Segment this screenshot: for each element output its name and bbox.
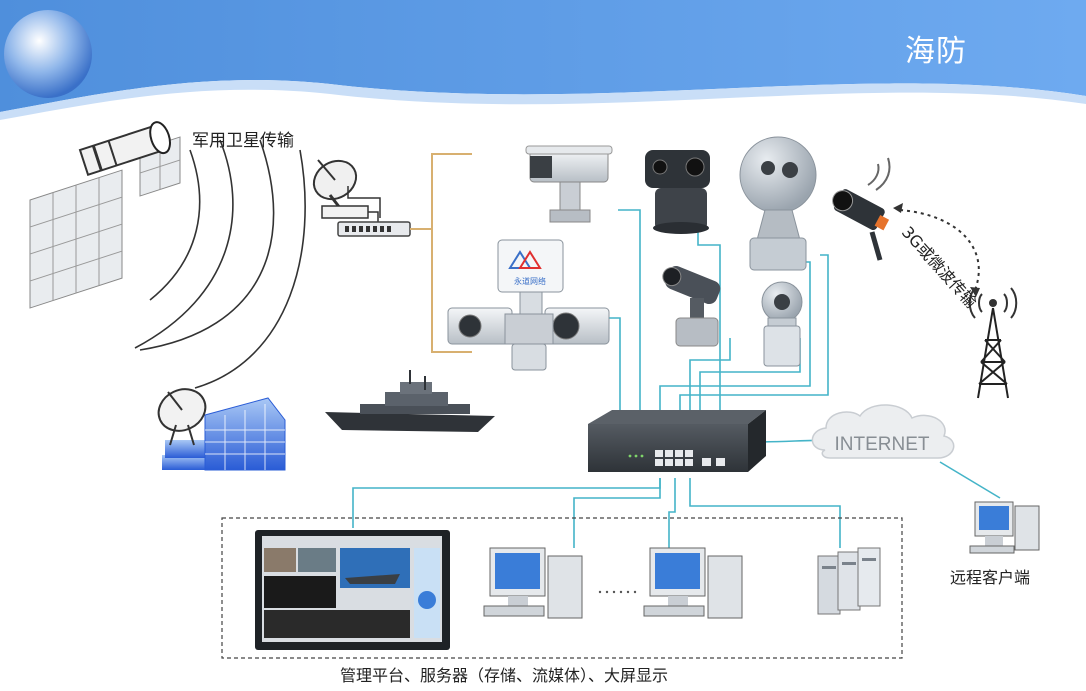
- big-screen-display-icon: [255, 530, 450, 650]
- management-pc-1-icon: [483, 547, 583, 619]
- dual-lens-camera-icon: [645, 150, 710, 234]
- internet-label: INTERNET: [835, 434, 930, 455]
- thermal-ptz-camera-icon: 永道网络: [447, 239, 610, 371]
- server-rack-icon: [817, 547, 881, 615]
- dome-ptz-camera-icon: [739, 136, 817, 271]
- header-banner: [0, 0, 1086, 120]
- satellite-dish-icon: [312, 159, 381, 225]
- camera-group-bracket: [410, 153, 472, 353]
- remote-client-pc-icon: [969, 501, 1040, 554]
- satellite-transmission-label: 军用卫星传输: [192, 131, 294, 151]
- platform-dashed-frame: [221, 517, 903, 659]
- device-logo-text: 永道网络: [514, 276, 546, 286]
- bullet-camera-icon: [662, 265, 721, 347]
- network-switch-icon: [588, 410, 766, 472]
- management-pc-2-icon: [643, 547, 743, 619]
- small-switch-icon: [337, 221, 411, 237]
- satellite-icon: [29, 121, 181, 309]
- satellite-signal-arcs: [134, 139, 306, 389]
- ellipsis-dots: [598, 590, 637, 594]
- ground-station-icon: [157, 388, 286, 471]
- wireless-link-arc: [893, 203, 980, 297]
- platform-caption: 管理平台、服务器（存储、流媒体）、大屏显示: [340, 666, 669, 685]
- internet-cloud-icon: INTERNET: [811, 404, 955, 459]
- page-title: 海防: [905, 34, 967, 69]
- mini-dome-camera-icon: [761, 281, 803, 367]
- radio-tower-icon: [968, 287, 1018, 399]
- infrared-camera-icon: [832, 157, 891, 261]
- link-lines: [352, 209, 1001, 548]
- box-camera-icon: [525, 145, 613, 223]
- warship-icon: [325, 370, 495, 432]
- remote-client-label: 远程客户端: [950, 568, 1031, 587]
- header-orb-icon: [4, 10, 92, 98]
